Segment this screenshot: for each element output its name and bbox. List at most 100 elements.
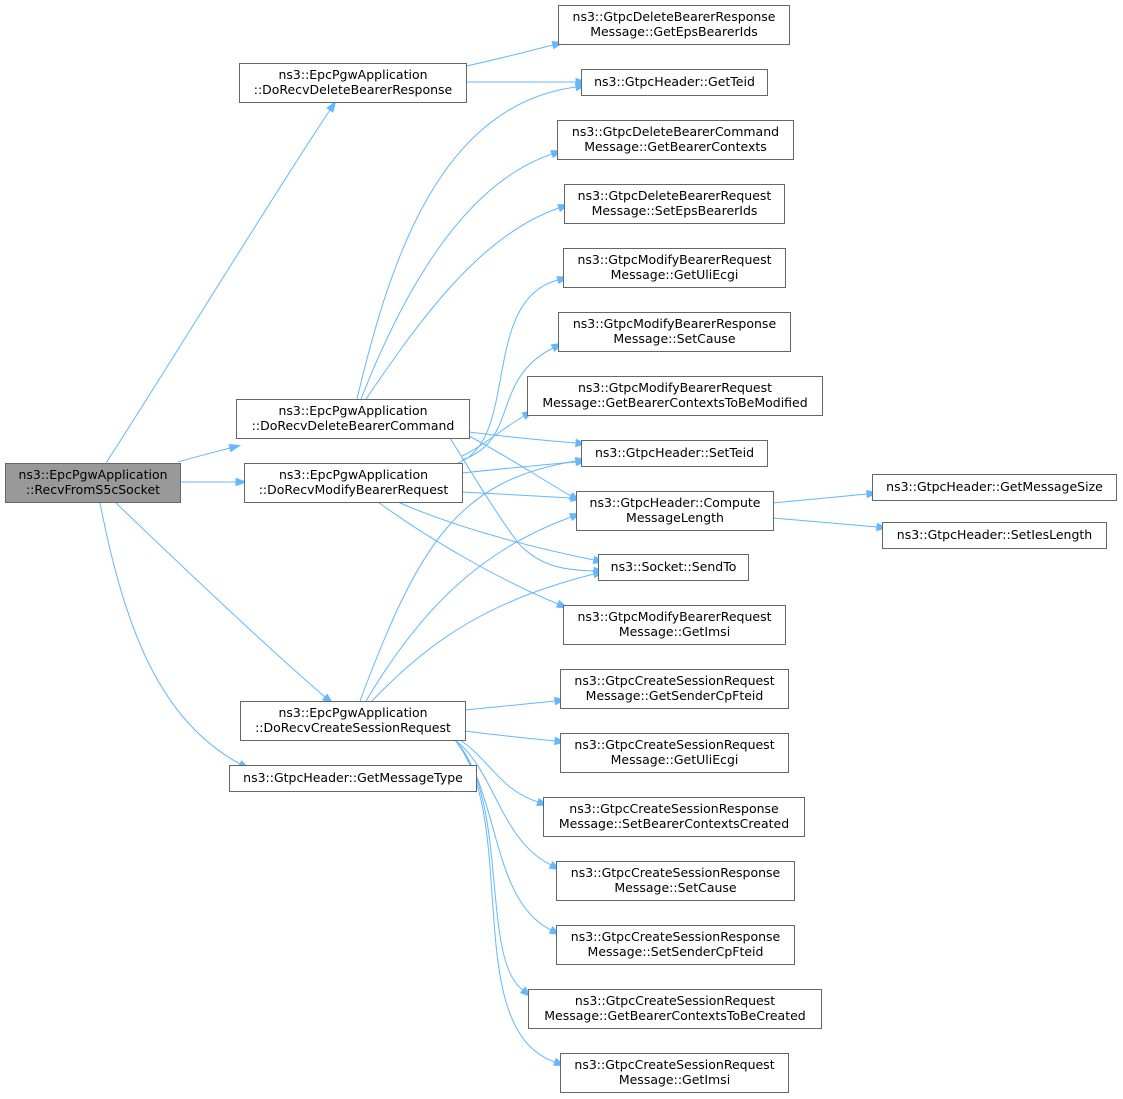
- node-box[interactable]: [576, 491, 774, 531]
- edge-line: [454, 739, 552, 866]
- node-box[interactable]: [229, 765, 477, 792]
- node-box[interactable]: [872, 474, 1117, 501]
- node-dbr-get-eps[interactable]: ns3::GtpcDeleteBearerResponseMessage::Ge…: [558, 5, 790, 45]
- node-set-ies-len[interactable]: ns3::GtpcHeader::SetIesLength: [882, 522, 1107, 549]
- node-box[interactable]: [581, 69, 768, 96]
- node-box[interactable]: [236, 399, 470, 439]
- edge-line: [99, 502, 241, 765]
- node-mbq-get-ctx[interactable]: ns3::GtpcModifyBearerRequestMessage::Get…: [527, 376, 823, 416]
- nodes-layer: ns3::EpcPgwApplication::RecvFromS5cSocke…: [5, 5, 1117, 1093]
- node-csq-get-imsi[interactable]: ns3::GtpcCreateSessionRequestMessage::Ge…: [560, 1053, 789, 1093]
- edge-compute-len-to-get-msg-size: [772, 489, 879, 504]
- edge-line: [464, 700, 556, 711]
- node-label-line: MessageLength: [626, 510, 724, 525]
- node-box[interactable]: [558, 312, 791, 352]
- node-mbr-set-cause[interactable]: ns3::GtpcModifyBearerResponseMessage::Se…: [558, 312, 791, 352]
- node-label-line: ns3::GtpcCreateSessionRequest: [574, 737, 774, 752]
- node-csq-get-ctx[interactable]: ns3::GtpcCreateSessionRequestMessage::Ge…: [528, 989, 822, 1029]
- node-box[interactable]: [560, 1053, 789, 1093]
- node-label-line: Message::SetBearerContextsCreated: [559, 816, 789, 831]
- edge-do-del-cmd-to-get-teid: [356, 82, 588, 400]
- edge-line: [377, 501, 559, 605]
- node-label-line: ns3::GtpcModifyBearerRequest: [578, 380, 772, 395]
- node-dbc-get-ctx[interactable]: ns3::GtpcDeleteBearerCommandMessage::Get…: [557, 120, 794, 160]
- edge-line: [464, 730, 556, 742]
- node-label-line: ns3::GtpcHeader::GetTeid: [594, 74, 755, 89]
- edge-do-del-resp-to-dbr-get-eps: [465, 41, 565, 67]
- node-do-cs-req[interactable]: ns3::EpcPgwApplication::DoRecvCreateSess…: [240, 701, 466, 741]
- node-label-line: ns3::GtpcCreateSessionRequest: [574, 673, 774, 688]
- node-label-line: ns3::GtpcHeader::GetMessageSize: [886, 479, 1103, 494]
- node-box[interactable]: [240, 701, 466, 741]
- node-set-teid[interactable]: ns3::GtpcHeader::SetTeid: [581, 440, 768, 467]
- node-label-line: Message::SetCause: [613, 331, 736, 346]
- node-box[interactable]: [882, 522, 1107, 549]
- node-box[interactable]: [5, 463, 181, 503]
- node-box[interactable]: [598, 554, 749, 581]
- node-box[interactable]: [556, 925, 795, 965]
- edge-do-cs-req-to-csq-get-sender: [464, 696, 567, 711]
- node-box[interactable]: [557, 120, 794, 160]
- edge-do-cs-req-to-csq-get-uli: [464, 730, 567, 746]
- node-dbq-set-eps[interactable]: ns3::GtpcDeleteBearerRequestMessage::Set…: [564, 184, 785, 224]
- node-do-mod-req[interactable]: ns3::EpcPgwApplication::DoRecvModifyBear…: [244, 463, 463, 503]
- node-label-line: Message::GetBearerContextsToBeModified: [542, 395, 807, 410]
- node-box[interactable]: [556, 861, 795, 901]
- node-do-del-resp[interactable]: ns3::EpcPgwApplication::DoRecvDeleteBear…: [239, 63, 467, 103]
- edge-line: [465, 44, 554, 67]
- node-box[interactable]: [239, 63, 467, 103]
- node-label-line: Message::GetUliEcgi: [611, 267, 739, 282]
- edge-do-mod-req-to-mbq-get-uli: [457, 276, 570, 464]
- node-box[interactable]: [543, 797, 805, 837]
- node-box[interactable]: [560, 669, 789, 709]
- node-csr-set-sender[interactable]: ns3::GtpcCreateSessionResponseMessage::S…: [556, 925, 795, 965]
- edge-line: [359, 460, 577, 702]
- edge-line: [468, 435, 572, 497]
- node-label-line: ns3::GtpcCreateSessionResponse: [571, 929, 781, 944]
- node-box[interactable]: [563, 605, 786, 645]
- edge-do-mod-req-to-send-to: [397, 501, 606, 565]
- node-get-teid[interactable]: ns3::GtpcHeader::GetTeid: [581, 69, 768, 96]
- node-box[interactable]: [244, 463, 463, 503]
- node-box[interactable]: [527, 376, 823, 416]
- node-csq-get-uli[interactable]: ns3::GtpcCreateSessionRequestMessage::Ge…: [560, 733, 789, 773]
- edge-line: [461, 347, 554, 461]
- node-box[interactable]: [558, 5, 790, 45]
- edge-do-mod-req-to-mbq-get-ctx: [461, 410, 534, 457]
- node-box[interactable]: [564, 184, 785, 224]
- node-get-msg-type[interactable]: ns3::GtpcHeader::GetMessageType: [229, 765, 477, 792]
- node-label-line: ns3::Socket::SendTo: [611, 559, 737, 574]
- node-label-line: Message::SetCause: [614, 880, 737, 895]
- node-recv-s5c[interactable]: ns3::EpcPgwApplication::RecvFromS5cSocke…: [5, 463, 181, 503]
- edge-do-mod-req-to-set-teid: [461, 457, 588, 474]
- node-label-line: ns3::EpcPgwApplication: [278, 403, 427, 418]
- node-csq-get-sender[interactable]: ns3::GtpcCreateSessionRequestMessage::Ge…: [560, 669, 789, 709]
- node-send-to[interactable]: ns3::Socket::SendTo: [598, 554, 749, 581]
- node-box[interactable]: [563, 248, 786, 288]
- node-label-line: Message::GetImsi: [619, 1072, 730, 1087]
- edge-line: [468, 431, 577, 444]
- node-get-msg-size[interactable]: ns3::GtpcHeader::GetMessageSize: [872, 474, 1117, 501]
- edge-recv-s5c-to-do-del-cmd: [177, 444, 242, 463]
- node-csr-set-ctx[interactable]: ns3::GtpcCreateSessionResponseMessage::S…: [543, 797, 805, 837]
- node-label-line: ns3::GtpcHeader::GetMessageType: [243, 770, 463, 785]
- node-label-line: ns3::GtpcHeader::Compute: [590, 495, 761, 510]
- edge-recv-s5c-to-do-del-resp: [105, 100, 337, 464]
- node-mbq-get-imsi[interactable]: ns3::GtpcModifyBearerRequestMessage::Get…: [563, 605, 786, 645]
- edge-line: [772, 517, 878, 528]
- node-box[interactable]: [560, 733, 789, 773]
- edge-recv-s5c-to-do-mod-req: [180, 477, 248, 487]
- edges-layer: [99, 41, 889, 1066]
- node-do-del-cmd[interactable]: ns3::EpcPgwApplication::DoRecvDeleteBear…: [236, 399, 470, 439]
- node-mbq-get-uli[interactable]: ns3::GtpcModifyBearerRequestMessage::Get…: [563, 248, 786, 288]
- node-csr-set-cause[interactable]: ns3::GtpcCreateSessionResponseMessage::S…: [556, 861, 795, 901]
- node-label-line: ::DoRecvDeleteBearerCommand: [252, 418, 455, 433]
- edge-arrowhead: [235, 477, 248, 487]
- node-label-line: Message::SetSenderCpFteid: [588, 944, 764, 959]
- node-box[interactable]: [581, 440, 768, 467]
- node-label-line: ns3::GtpcModifyBearerResponse: [573, 316, 777, 331]
- node-box[interactable]: [528, 989, 822, 1029]
- edge-line: [461, 491, 572, 499]
